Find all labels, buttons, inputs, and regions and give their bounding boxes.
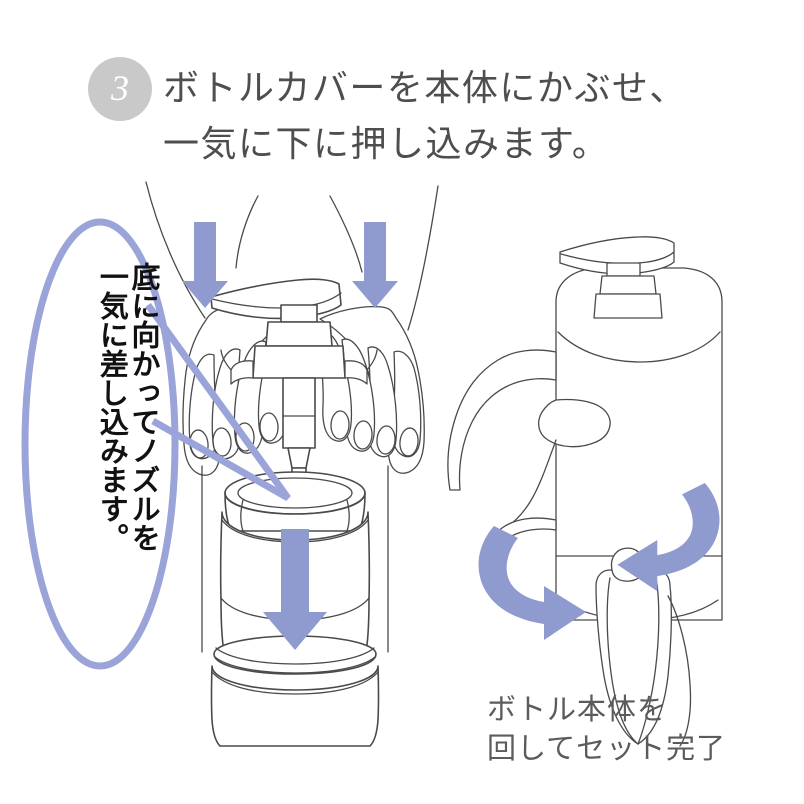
instruction-line-2: 一気に下に押し込みます。 [163,124,610,164]
finish-caption: ボトル本体を 回してセット完了 [487,690,726,768]
right-hand [317,305,425,474]
callout-bubble [21,218,291,670]
cover-push-arrow [263,529,327,650]
arms-group [145,181,439,331]
press-arrow-right [352,222,398,308]
illustration-right [447,236,723,747]
step-number-label: 3 [111,67,129,108]
step-number-badge: 3 [88,57,152,121]
pump-head-assembled [559,236,675,319]
pump-head [210,278,378,509]
finish-caption-line-1: ボトル本体を [487,692,668,726]
rotate-arrow-left-curve [478,526,586,640]
rotate-arrow-right-curve [617,483,720,592]
illustration-left [145,181,439,747]
holding-hand [447,349,692,747]
instruction-line-1: ボトルカバーを本体にかぶせ、 [163,68,687,108]
step-header: 3 ボトルカバーを本体にかぶせ、 一気に下に押し込みます。 [0,0,804,175]
press-arrow-left [182,222,228,308]
finish-caption-line-2: 回してセット完了 [487,731,727,766]
